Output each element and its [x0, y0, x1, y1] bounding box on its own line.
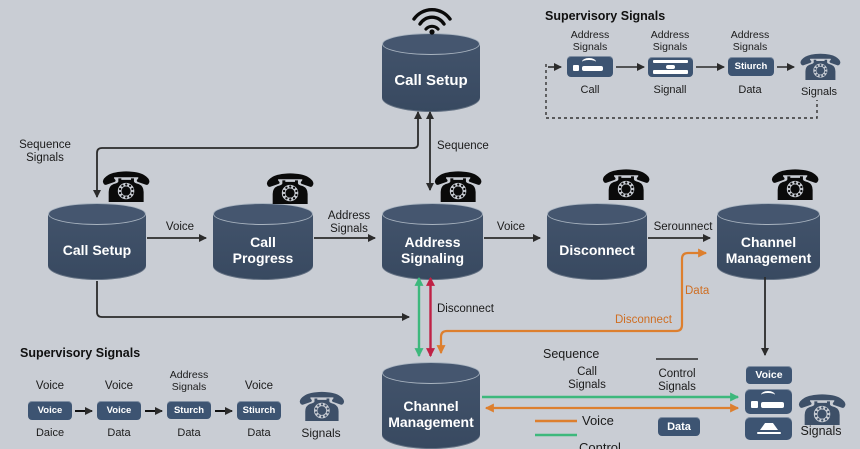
- tr-below-2: Data: [738, 84, 762, 96]
- phone-icon: ☎: [432, 164, 485, 211]
- node-call-setup: Call Setup: [48, 203, 146, 280]
- device-glyph-icon: [760, 423, 778, 430]
- legend-sequence-label: Sequence: [543, 347, 600, 361]
- node-label: Call Setup: [62, 241, 132, 258]
- radio-device-icon: [745, 389, 792, 414]
- tr-above-0: Address Signals: [570, 29, 610, 53]
- box-label: Voice: [106, 405, 132, 416]
- fax-device-icon: [745, 417, 792, 440]
- wifi-icon: [412, 8, 452, 35]
- tr-below-0: Call: [580, 84, 600, 96]
- phone-icon: ☎: [600, 162, 653, 209]
- device-lid-icon: [761, 391, 775, 399]
- bl-phone-label: Signals: [301, 426, 341, 440]
- edge-orange-disconnect-data: [436, 248, 708, 355]
- cylinder-top: [382, 203, 483, 225]
- legend-signals-label: Signals: [800, 424, 842, 438]
- bottom-left-panel-title: Supervisory Signals: [20, 346, 141, 360]
- phone-icon: ☎: [100, 164, 153, 211]
- box-label: Data: [667, 420, 691, 433]
- node-label: Call Progress: [232, 233, 294, 266]
- bl-box-voice-1: Voice: [28, 401, 72, 420]
- node-call-setup-top: Call Setup: [382, 33, 480, 112]
- box-label: Stiurch: [242, 405, 276, 416]
- data-orange-label: Data: [685, 285, 710, 297]
- bl-below-3: Data: [247, 427, 271, 439]
- device-button-icon: [751, 401, 758, 408]
- node-channel-management: Channel Management: [717, 203, 820, 280]
- bl-below-2: Data: [177, 427, 201, 439]
- phone-icon: ☎: [297, 386, 347, 430]
- edge-label-address-signals: Address Signals: [327, 210, 371, 235]
- legend-voice-box: Voice: [746, 366, 792, 384]
- legend-data-box: Data: [658, 417, 700, 436]
- node-label: Channel Management: [388, 397, 474, 430]
- tr-above-1: Address Signals: [650, 29, 690, 53]
- bl-above-2: Address Signals: [169, 369, 209, 393]
- top-right-panel-title: Supervisory Signals: [545, 9, 666, 23]
- box-label: Sturch: [173, 404, 205, 416]
- bl-below-1: Data: [107, 427, 131, 439]
- phone-icon: ☎: [769, 162, 822, 209]
- device-slot-icon: [582, 66, 603, 71]
- phone-icon: ☎: [264, 166, 317, 213]
- phone-icon: ☎: [798, 47, 843, 88]
- legend-voice-label: Voice: [582, 413, 614, 428]
- legend-call-signals-label: Call Signals: [568, 366, 606, 391]
- legend-control-label: Control: [579, 440, 621, 449]
- cylinder-top: [547, 203, 647, 225]
- disconnect-orange-label: Disconnect: [615, 314, 672, 326]
- node-channel-management-bottom: Channel Management: [382, 362, 480, 449]
- cylinder-top: [48, 203, 146, 225]
- node-call-progress: Call Progress: [213, 203, 313, 280]
- node-label: Channel Management: [725, 233, 812, 266]
- tr-box-stiurch: Stiurch: [728, 57, 774, 76]
- bl-above-1: Voice: [104, 380, 134, 392]
- device-button-icon: [573, 65, 579, 71]
- radio-device-icon: [567, 56, 613, 77]
- bl-below-0: Daice: [35, 427, 65, 439]
- disconnect-label: Disconnect: [437, 303, 494, 315]
- bl-above-0: Voice: [35, 380, 65, 392]
- tr-below-1: Signall: [653, 84, 687, 96]
- edge-label-serounnect: Serounnect: [653, 221, 713, 233]
- device-line-icon: [757, 432, 781, 434]
- box-label: Voice: [37, 405, 63, 416]
- edge-label-voice-2: Voice: [496, 221, 526, 233]
- tr-above-2: Address Signals: [730, 29, 770, 53]
- device-glyph-icon: [666, 65, 675, 69]
- cylinder-top: [717, 203, 820, 225]
- phone-icon: ☎: [796, 387, 849, 434]
- node-label: Call Setup: [394, 72, 468, 90]
- edge-label-voice-1: Voice: [165, 221, 195, 233]
- sequence-label: Sequence: [437, 140, 489, 152]
- panel-device-icon: [648, 57, 693, 77]
- sequence-signals-label: Sequence Signals: [19, 139, 71, 164]
- device-slot-icon: [761, 402, 784, 408]
- device-lid-icon: [582, 58, 596, 66]
- bl-box-voice-2: Voice: [97, 401, 141, 420]
- device-stripe-icon: [653, 60, 688, 63]
- bl-above-3: Voice: [244, 380, 274, 392]
- cylinder-top: [382, 362, 480, 384]
- tr-phone-label: Signals: [800, 86, 838, 98]
- legend-control-signals-label: Control Signals: [658, 368, 696, 393]
- box-label: Voice: [755, 369, 783, 381]
- device-stripe-icon: [653, 70, 688, 74]
- edge-callsetup-disconnect: [96, 281, 410, 321]
- edge-topcallsetup-callsetup: [93, 111, 422, 198]
- cylinder-top: [213, 203, 313, 225]
- bl-box-sturch: Sturch: [167, 401, 211, 419]
- bl-box-stiurch: Stiurch: [237, 401, 281, 420]
- edge-tr-dashed-loop: [545, 64, 818, 119]
- box-label: Stiurch: [734, 61, 768, 72]
